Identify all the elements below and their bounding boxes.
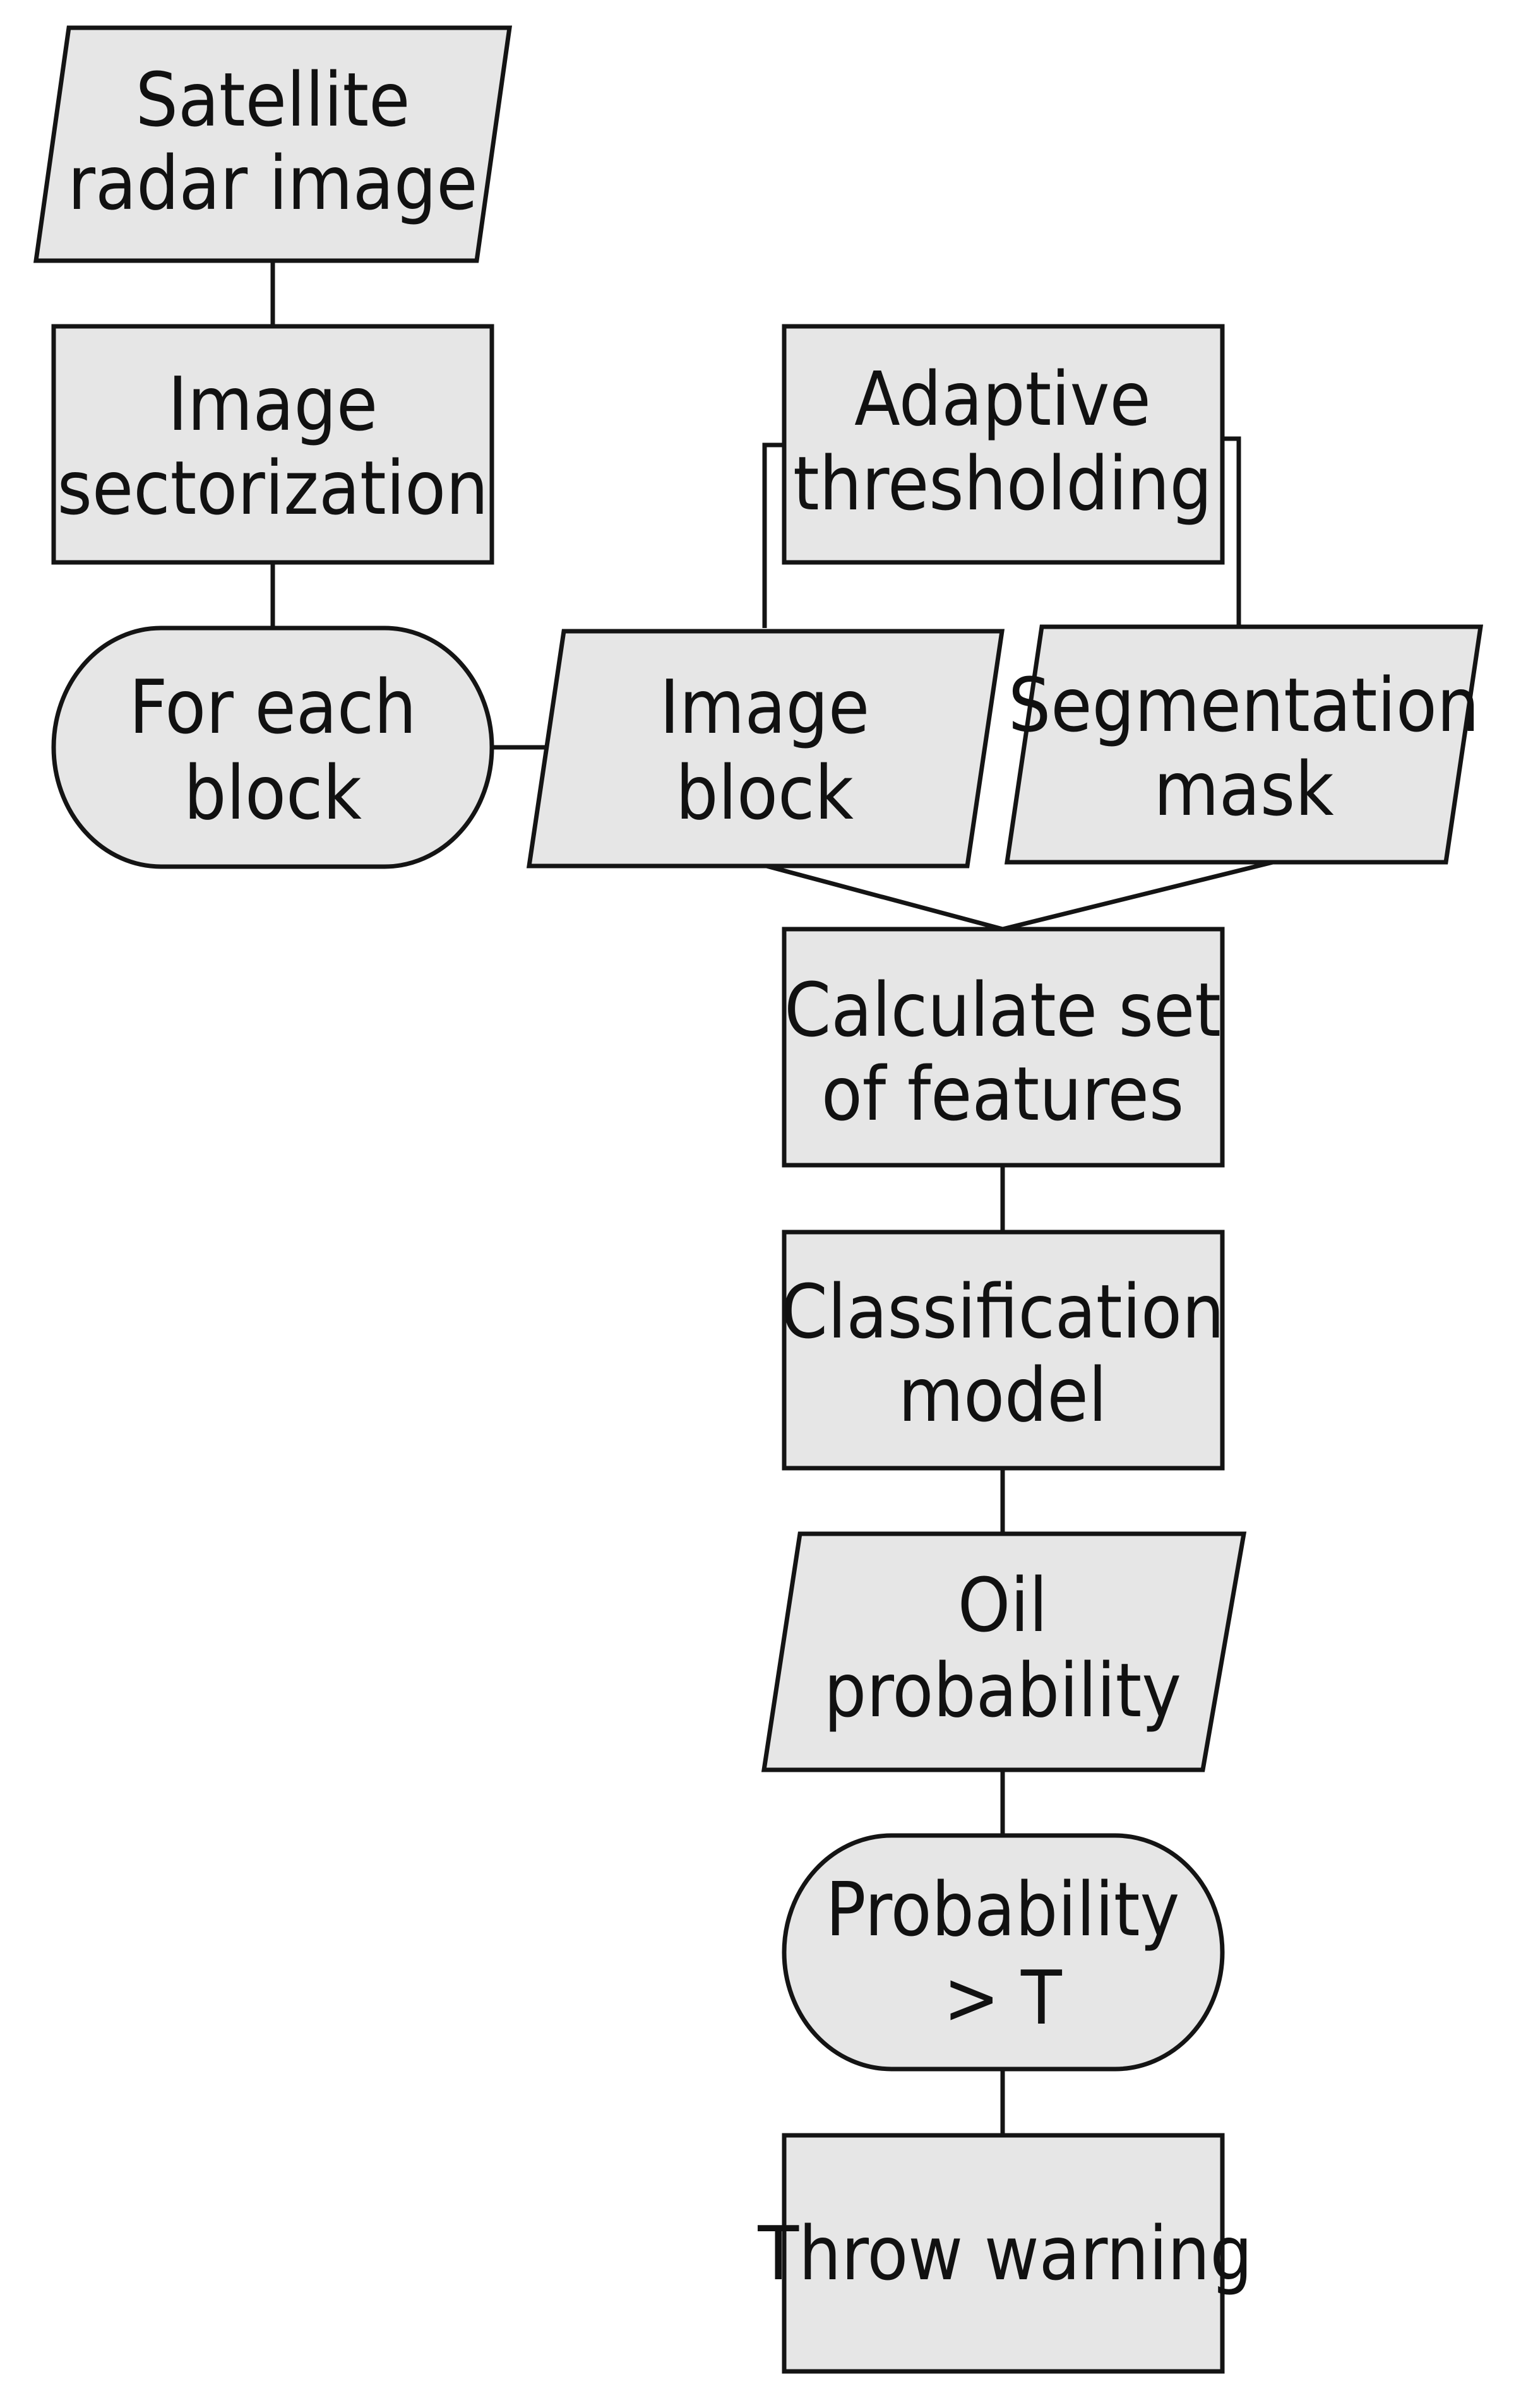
node-label-line2: model: [898, 1351, 1107, 1438]
node-label-line2: > T: [943, 1954, 1063, 2041]
node-label-line2: probability: [824, 1647, 1181, 1734]
node-label-line1: Throw warning: [757, 2210, 1253, 2297]
io-parallelogram-shape: [526, 629, 1005, 869]
node-label-line1: Segmentation: [1008, 661, 1479, 749]
process-box-shape: [782, 927, 1225, 1168]
node-calculate-features: Calculate set of features: [782, 927, 1225, 1168]
node-label-line2: radar image: [68, 139, 477, 227]
node-label-line2: thresholding: [793, 440, 1212, 527]
node-image-sectorization: Image sectorization: [51, 324, 494, 565]
io-parallelogram-shape: [761, 1531, 1247, 1772]
process-box-shape: [782, 324, 1225, 565]
node-adaptive-thresholding: Adaptive thresholding: [782, 324, 1225, 565]
connector-inputs-to-calculate-features: [766, 860, 1273, 932]
connector-thresholding-to-segmentation-mask: [1220, 436, 1241, 625]
node-satellite-radar-image: Satellite radar image: [33, 25, 513, 263]
loop-terminator-shape: [51, 626, 494, 869]
node-label-line1: For each: [129, 663, 416, 750]
node-label-line1: Adaptive: [854, 355, 1151, 442]
node-label-line2: block: [676, 749, 854, 836]
node-label-line2: block: [184, 749, 362, 836]
node-label-line1: Image: [660, 663, 870, 750]
io-parallelogram-shape: [33, 25, 513, 263]
node-probability-threshold: Probability > T: [782, 1833, 1225, 2072]
node-label-line1: Oil: [958, 1562, 1048, 1649]
node-image-block: Image block: [526, 629, 1005, 869]
node-label-line1: Image: [168, 360, 378, 448]
connector-thresholding-to-image-block: [762, 442, 784, 628]
io-parallelogram-shape: [1004, 624, 1484, 865]
node-label-line1: Calculate set: [784, 966, 1221, 1053]
process-box-shape: [782, 1230, 1225, 1471]
node-oil-probability: Oil probability: [761, 1531, 1247, 1772]
node-segmentation-mask: Segmentation mask: [1004, 624, 1484, 865]
node-label-line2: of features: [821, 1050, 1184, 1137]
node-classification-model: Classification model: [781, 1230, 1225, 1471]
process-box-shape: [51, 324, 494, 565]
node-label-line1: Classification: [781, 1268, 1224, 1355]
node-label-line1: Probability: [826, 1866, 1180, 1953]
node-throw-warning: Throw warning: [757, 2133, 1253, 2374]
decision-terminator-shape: [782, 1833, 1225, 2072]
node-for-each-block: For each block: [51, 626, 494, 869]
node-label-line1: Satellite: [136, 56, 410, 143]
process-box-shape: [782, 2133, 1225, 2374]
node-label-line2: sectorization: [57, 444, 489, 531]
node-label-line2: mask: [1154, 745, 1334, 833]
